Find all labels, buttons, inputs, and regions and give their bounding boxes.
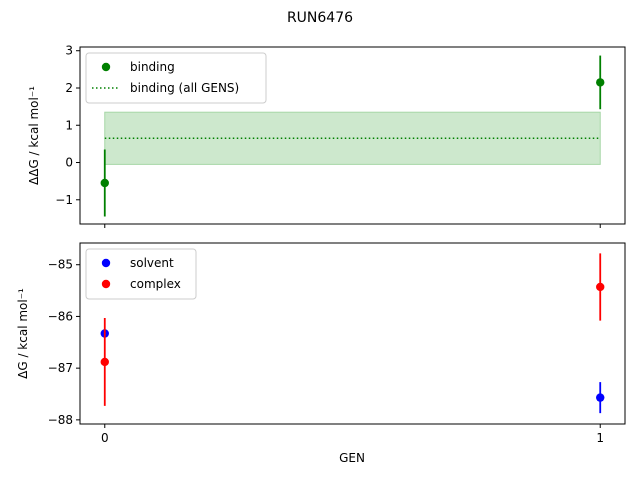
legend-label: binding (all GENS) xyxy=(130,81,239,95)
x-tick-label: 1 xyxy=(596,431,604,445)
binding-point xyxy=(100,178,109,188)
legend-marker xyxy=(101,279,111,289)
legend-marker xyxy=(101,62,111,72)
legend-label: solvent xyxy=(130,256,174,270)
x-tick-label: 0 xyxy=(101,431,109,445)
axes-frame xyxy=(79,242,626,425)
legend-box xyxy=(85,52,267,104)
y-tick-label: −1 xyxy=(55,193,73,207)
y-tick-label: 2 xyxy=(65,81,73,95)
binding-point xyxy=(596,78,605,87)
y-axis-label: ΔΔG / kcal mol⁻¹ xyxy=(27,86,41,185)
y-tick-label: −86 xyxy=(48,309,73,323)
complex-point xyxy=(100,357,109,367)
y-tick-label: 0 xyxy=(65,156,73,170)
y-tick-label: −85 xyxy=(48,258,73,272)
axes-frame xyxy=(79,46,626,225)
legend-label: complex xyxy=(130,277,181,291)
legend: binding binding (all GENS) xyxy=(85,52,267,104)
complex-point xyxy=(596,282,605,292)
legend: solvent complex xyxy=(85,248,197,300)
solvent-point xyxy=(596,393,605,402)
legend-label: binding xyxy=(130,60,175,74)
y-tick-label: 3 xyxy=(65,44,73,58)
y-tick-label: 1 xyxy=(65,118,73,132)
y-tick-label: −87 xyxy=(48,361,73,375)
x-axis-label: GEN xyxy=(339,451,365,465)
legend-marker xyxy=(101,258,111,268)
figure-title: RUN6476 xyxy=(287,10,353,26)
legend-box xyxy=(85,248,197,300)
solvent-complex-panel: −88 −87 −86 −85 0 1 ΔG / kcal mol⁻¹ solvent comp… xyxy=(16,242,626,445)
y-tick-label: −88 xyxy=(48,413,73,427)
y-axis-label: ΔG / kcal mol⁻¹ xyxy=(16,288,30,379)
